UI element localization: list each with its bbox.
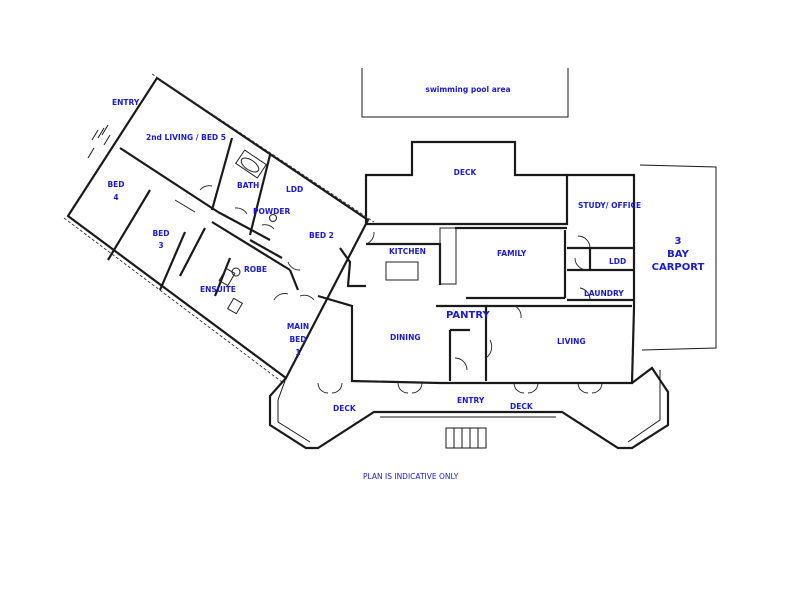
entry-front-label: ENTRY bbox=[457, 396, 485, 405]
carport-label-1: 3 bbox=[675, 236, 682, 247]
bath-label: BATH bbox=[237, 181, 259, 190]
swimming-pool-area: swimming pool area bbox=[361, 68, 569, 118]
deck-right-label: DECK bbox=[510, 402, 534, 411]
entry-top-label: ENTRY bbox=[112, 98, 140, 107]
kitchen-label: KITCHEN bbox=[389, 247, 426, 256]
front-deck bbox=[268, 366, 670, 450]
main-bed-label-1: MAIN bbox=[287, 322, 309, 331]
laundry-label: LAUNDRY bbox=[584, 289, 624, 298]
bedroom-wing bbox=[63, 73, 375, 383]
deck-top-label: DECK bbox=[454, 168, 478, 177]
pantry-label: PANTRY bbox=[446, 310, 490, 321]
main-bed-label-3: 1 bbox=[295, 348, 300, 357]
bed4-label-2: 4 bbox=[113, 193, 118, 202]
pool-label: swimming pool area bbox=[425, 85, 510, 94]
carport-label-2: BAY bbox=[667, 249, 689, 260]
bed3-label-1: BED bbox=[152, 229, 169, 238]
bed2-label: BED 2 bbox=[309, 231, 334, 240]
deck-top: DECK bbox=[364, 140, 567, 224]
carport-label-3: CARPORT bbox=[652, 262, 705, 273]
plan-disclaimer: PLAN IS INDICATIVE ONLY bbox=[363, 472, 459, 481]
main-building bbox=[317, 173, 636, 385]
bed4-label-1: BED bbox=[107, 180, 124, 189]
robe-label: ROBE bbox=[244, 265, 267, 274]
living-label: LIVING bbox=[557, 337, 586, 346]
powder-label: POWDER bbox=[253, 207, 290, 216]
ensuite-label: ENSUITE bbox=[200, 285, 236, 294]
ldy-top-label: LDD bbox=[286, 185, 303, 194]
second-living-bed5-label: 2nd LIVING / BED 5 bbox=[146, 133, 226, 142]
ldd-right-label: LDD bbox=[609, 257, 626, 266]
dining-label: DINING bbox=[390, 333, 421, 342]
bed3-label-2: 3 bbox=[158, 241, 163, 250]
family-label: FAMILY bbox=[497, 249, 527, 258]
study-office-label: STUDY/ OFFICE bbox=[578, 201, 641, 210]
main-bed-label-2: BED bbox=[289, 335, 306, 344]
room-labels: ENTRY 2nd LIVING / BED 5 BED 4 BATH LDD … bbox=[107, 98, 641, 413]
carport: 3 BAY CARPORT bbox=[639, 164, 717, 351]
deck-left-label: DECK bbox=[333, 404, 357, 413]
